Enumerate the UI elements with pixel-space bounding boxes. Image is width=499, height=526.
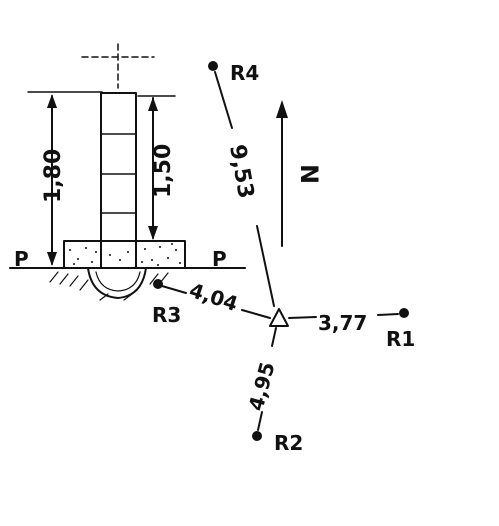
ground-label-right: P — [212, 247, 227, 271]
reference-label-r4: R4 — [230, 61, 259, 85]
foundation-inner — [95, 271, 141, 292]
north-arrow — [276, 100, 288, 247]
reference-r3 — [153, 279, 271, 319]
reference-point-r4 — [208, 61, 218, 71]
height-total-label: 1,80 — [41, 149, 66, 203]
reference-label-r3: R3 — [152, 303, 181, 327]
reference-r2 — [252, 327, 277, 441]
dimension-total-height — [27, 91, 103, 266]
reference-r1 — [288, 308, 409, 319]
height-visible-label: 1,50 — [151, 144, 176, 198]
soil-hatch — [49, 271, 169, 301]
reference-point-r3 — [153, 279, 163, 289]
concrete-base — [63, 240, 186, 269]
reference-distance-r4: 9,53 — [224, 143, 258, 201]
reference-label-r1: R1 — [386, 327, 415, 351]
reference-point-r2 — [252, 431, 262, 441]
north-label: N — [295, 164, 323, 184]
reference-label-r2: R2 — [274, 431, 303, 455]
dimension-visible-height — [137, 95, 176, 240]
ground-label-left: P — [14, 247, 29, 271]
station-triangle — [269, 308, 289, 327]
benchmark-pillar — [9, 43, 246, 301]
reference-distance-r2: 4,95 — [244, 359, 280, 413]
reference-r4 — [208, 61, 275, 307]
reference-point-r1 — [399, 308, 409, 318]
foundation-bulb — [87, 267, 147, 299]
concrete-texture — [69, 243, 181, 266]
reference-distance-r3: 4,04 — [186, 278, 240, 316]
reference-distance-r1: 3,77 — [318, 311, 367, 335]
